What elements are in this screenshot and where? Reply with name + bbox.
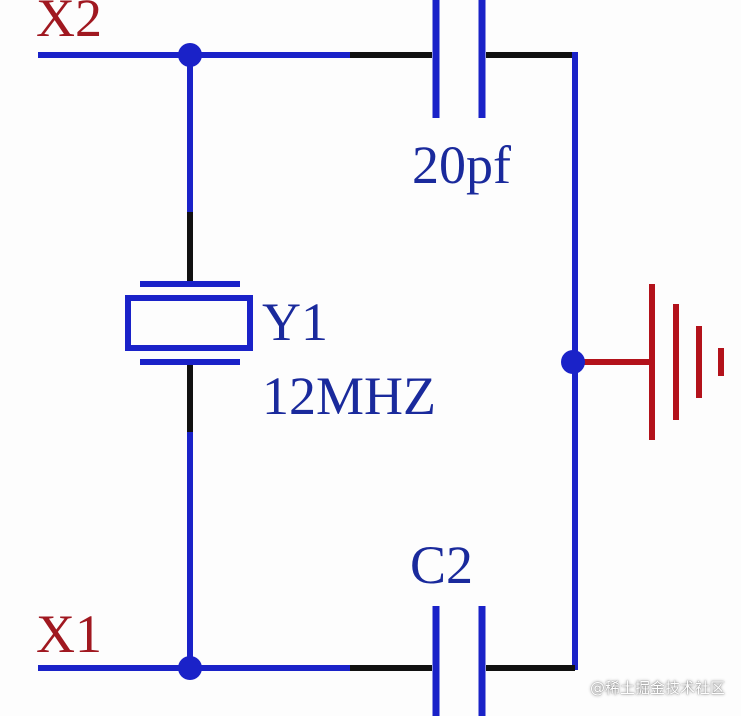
junction-dot-ground — [561, 350, 585, 374]
watermark: @稀土掘金技术社区 — [589, 679, 725, 697]
crystal-ref-label: Y1 — [262, 292, 328, 352]
net-label-x2: X2 — [36, 0, 102, 48]
capacitor-value-label: 20pf — [412, 135, 511, 195]
junction-dot-top — [178, 43, 202, 67]
crystal-value-label: 12MHZ — [262, 366, 436, 426]
junction-dot-bottom — [178, 656, 202, 680]
net-label-x1: X1 — [36, 604, 102, 664]
crystal-oscillator-icon — [125, 281, 253, 365]
capacitor-icon — [432, 0, 486, 118]
capacitor-ref-label: C2 — [410, 535, 473, 595]
capacitor-c2-icon — [432, 606, 486, 716]
ground-symbol-icon — [575, 284, 724, 440]
